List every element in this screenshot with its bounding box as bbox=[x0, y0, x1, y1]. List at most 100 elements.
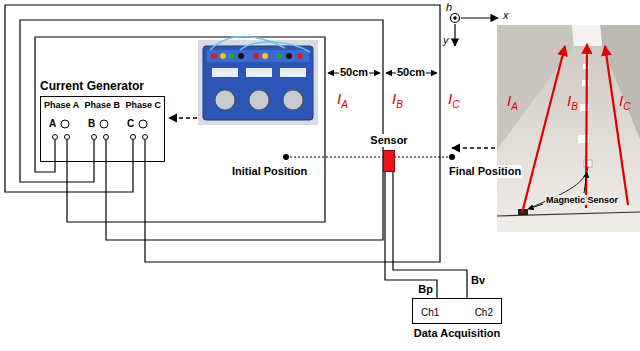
axes-symbol-part bbox=[461, 17, 498, 18]
node-text: Ch2 bbox=[475, 307, 493, 319]
terminals-part bbox=[65, 135, 70, 140]
position-label: Initial Position bbox=[232, 165, 307, 178]
photo-pointer bbox=[169, 117, 197, 118]
signal-label: Bv bbox=[471, 274, 485, 287]
loop-phase-a bbox=[35, 37, 325, 222]
terminals-part bbox=[131, 135, 136, 140]
generator-photo-part bbox=[212, 68, 238, 77]
generator-photo-part bbox=[238, 53, 244, 59]
signal-wire bbox=[393, 172, 467, 298]
node-text: Data Acquisition bbox=[414, 327, 500, 340]
generator-photo-part bbox=[220, 53, 226, 59]
corridor-photo-part bbox=[497, 46, 640, 232]
dimension-label: 50cm bbox=[339, 66, 369, 79]
terminals-part bbox=[104, 135, 109, 140]
terminals-part bbox=[92, 135, 97, 140]
current-symbol: I bbox=[619, 92, 623, 109]
generator-photo-part bbox=[246, 68, 272, 77]
current-symbol: I bbox=[448, 90, 452, 107]
current-subscript: A bbox=[341, 99, 348, 110]
generator-photo-part bbox=[211, 53, 217, 59]
node-heading: Ch1 bbox=[421, 307, 439, 319]
terminal-label: C bbox=[127, 118, 134, 130]
axis-label: h bbox=[446, 1, 452, 14]
node-text: Phase C bbox=[125, 100, 161, 110]
loop-phase-b bbox=[20, 20, 383, 240]
sensor-box: Sensor bbox=[366, 134, 412, 172]
axis-label: x bbox=[503, 9, 509, 22]
terminals-part bbox=[139, 120, 147, 128]
corridor-photo-part bbox=[528, 204, 543, 209]
generator-photo-part bbox=[283, 90, 303, 110]
generator-photo-part bbox=[262, 53, 268, 59]
current-label: IA bbox=[337, 90, 348, 111]
axes-symbol-part bbox=[454, 17, 456, 19]
current-symbol: I bbox=[507, 92, 511, 109]
axes-symbol-part bbox=[451, 14, 460, 23]
generator-photo-part bbox=[280, 68, 306, 77]
loop-phase-c bbox=[5, 5, 440, 262]
corridor-photo bbox=[497, 25, 640, 232]
generator-photo-part bbox=[215, 90, 235, 110]
travel-path bbox=[283, 154, 455, 160]
position-label: Final Position bbox=[448, 165, 522, 178]
generator-photo-part bbox=[203, 46, 313, 120]
current-subscript: C bbox=[623, 101, 630, 112]
photo-pointer bbox=[452, 147, 495, 148]
axes-symbol bbox=[451, 14, 499, 47]
signal-label: Bp bbox=[418, 283, 433, 296]
generator-photo-part bbox=[207, 50, 309, 62]
current-label: IB bbox=[567, 92, 578, 113]
terminal-label: B bbox=[88, 118, 95, 130]
current-loops bbox=[5, 5, 440, 262]
current-label: IC bbox=[619, 92, 630, 113]
current-symbol: I bbox=[337, 90, 341, 107]
terminals-part bbox=[53, 135, 58, 140]
dimension-label: 50cm bbox=[396, 66, 426, 79]
generator-photo bbox=[198, 37, 318, 125]
terminals-part bbox=[143, 135, 148, 140]
corridor-photo-part bbox=[497, 25, 640, 232]
generator-photo-part bbox=[198, 40, 318, 125]
generator-box: Current GeneratorPhase A Phase B Phase C bbox=[40, 80, 165, 162]
current-subscript: C bbox=[452, 99, 459, 110]
generator-photo-part bbox=[253, 53, 259, 59]
node-heading: Sensor bbox=[369, 134, 408, 147]
current-symbol: I bbox=[567, 92, 571, 109]
corridor-photo-part bbox=[522, 46, 565, 213]
current-subscript: B bbox=[396, 99, 403, 110]
current-subscript: A bbox=[511, 101, 518, 112]
travel-path-part bbox=[449, 154, 455, 160]
travel-path-part bbox=[283, 154, 289, 160]
current-label: IA bbox=[507, 92, 518, 113]
terminals-part bbox=[61, 120, 69, 128]
generator-photo-part bbox=[240, 42, 310, 52]
generator-photo-part bbox=[277, 53, 283, 59]
current-label: IC bbox=[448, 90, 459, 111]
axis-label: y bbox=[443, 34, 449, 47]
terminal-label: A bbox=[49, 118, 56, 130]
current-label: IB bbox=[392, 90, 403, 111]
node-heading: Current Generator bbox=[40, 80, 144, 94]
current-symbol: I bbox=[392, 90, 396, 107]
callout-label: Magnetic Sensor bbox=[545, 195, 619, 205]
axes-symbol-part bbox=[454, 24, 455, 46]
sensor-body bbox=[383, 150, 395, 172]
generator-photo-part bbox=[286, 53, 292, 59]
generator-photo-part bbox=[229, 53, 235, 59]
travel-path-part bbox=[286, 157, 452, 158]
generator-photo-part bbox=[249, 90, 269, 110]
terminals-part bbox=[100, 120, 108, 128]
generator-photo-part bbox=[297, 53, 303, 59]
node-text: Phase B bbox=[85, 100, 121, 110]
acquisition-box: Ch1 Ch2Data Acquisition bbox=[412, 298, 502, 340]
corridor-photo-part bbox=[572, 25, 602, 46]
corridor-photo-part bbox=[605, 46, 628, 205]
corridor-photo-part bbox=[586, 44, 587, 208]
node-text: Phase A bbox=[44, 100, 79, 110]
current-subscript: B bbox=[571, 101, 578, 112]
